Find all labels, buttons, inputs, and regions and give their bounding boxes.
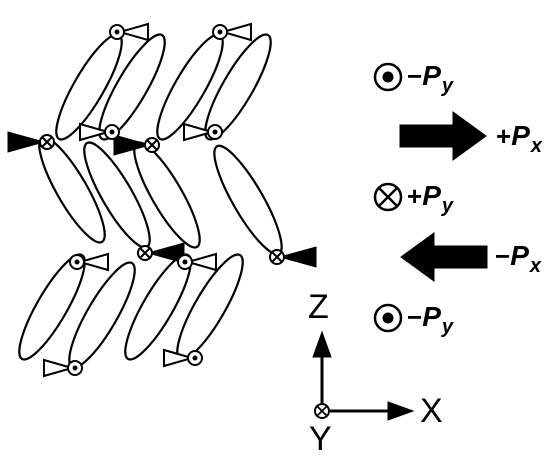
legend-label-2: +Px: [496, 120, 542, 157]
molecule-ellipse: [68, 261, 136, 369]
dot-icon: [109, 24, 125, 40]
dipole-open-triangle: [76, 252, 109, 272]
cross-markers: [39, 134, 285, 265]
arrow-right-icon: [399, 111, 487, 161]
x-axis-arrowhead: [387, 401, 415, 421]
dot-icon: [67, 360, 83, 376]
cross-icon: [137, 245, 153, 261]
cross-icon: [144, 137, 160, 153]
dot-icon: [207, 124, 223, 140]
dot-icon: [187, 350, 203, 366]
dipole-open-triangle: [79, 122, 112, 142]
z-axis-arrowhead: [312, 330, 332, 358]
axes: [312, 330, 415, 421]
dot-icon: [104, 124, 120, 140]
molecule-ellipse: [133, 141, 201, 249]
molecule-ellipse: [38, 136, 106, 244]
legend-symbols: [373, 62, 488, 333]
x-axis-label: X: [420, 392, 443, 430]
dipole-open-triangle: [184, 252, 217, 272]
dipole-filled-triangle: [278, 246, 317, 268]
dot-icon: [177, 254, 193, 270]
y-axis-cross-icon: [314, 403, 330, 419]
dot-icon: [212, 24, 228, 40]
legend-cross-icon: [373, 182, 403, 212]
dot-icon: [69, 254, 85, 270]
legend-label-1: −Py: [407, 60, 453, 97]
dipole-open-triangle: [183, 122, 216, 142]
dipole-filled-triangle: [146, 242, 185, 264]
legend-label-5: −Py: [407, 301, 453, 338]
legend-dot-icon: [373, 62, 403, 92]
dot-markers: [67, 24, 228, 376]
cross-icon: [269, 249, 285, 265]
dipole-open-triangle: [43, 358, 76, 378]
dipole-filled-triangle: [113, 134, 152, 156]
dipole-open-triangle: [163, 348, 196, 368]
legend-dot-icon: [373, 303, 403, 333]
dipole-open-triangle: [116, 22, 149, 42]
molecule-ellipse: [204, 33, 272, 141]
legend-label-4: −Px: [495, 240, 541, 277]
molecule-ellipse: [98, 33, 166, 141]
molecule-ellipse: [18, 253, 86, 361]
arrow-left-icon: [400, 232, 488, 282]
dipole-filled-triangle: [7, 131, 46, 153]
dipole-open-triangle: [219, 22, 252, 42]
legend-label-3: +Py: [407, 180, 453, 217]
y-axis-label: Y: [309, 420, 332, 458]
z-axis-label: Z: [308, 288, 329, 326]
cross-icon: [39, 134, 55, 150]
molecule-ellipse: [213, 144, 283, 256]
